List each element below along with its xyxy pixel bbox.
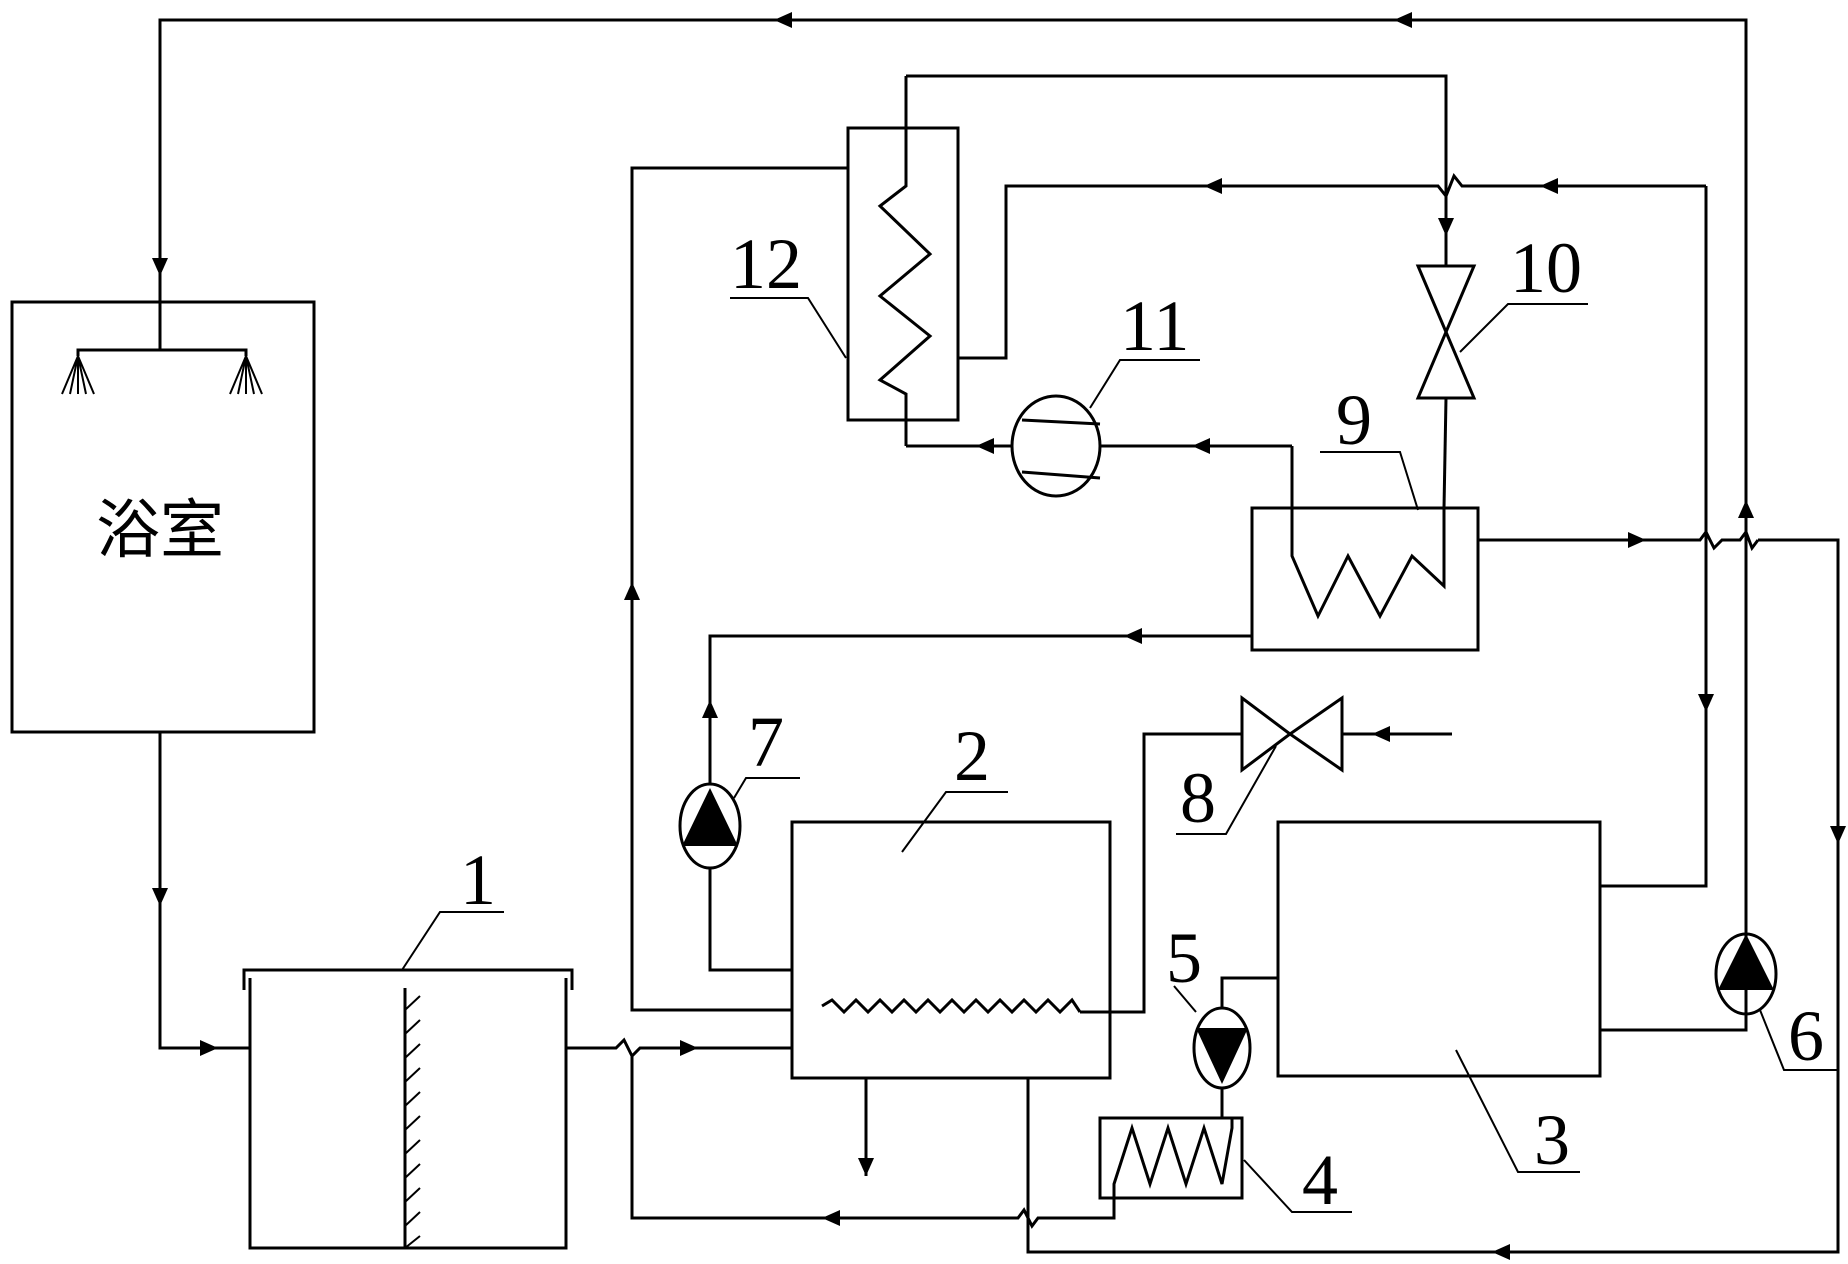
label-12: 12 <box>730 224 847 359</box>
component-4-heater <box>1098 1116 1244 1200</box>
label-3: 3 <box>1455 1049 1580 1180</box>
label-6: 6 <box>1759 996 1838 1076</box>
label-11: 11 <box>1089 286 1200 409</box>
label-8: 8 <box>1176 745 1277 838</box>
svg-text:2: 2 <box>954 716 990 796</box>
compressor-11 <box>1010 394 1102 498</box>
svg-text:3: 3 <box>1534 1100 1570 1180</box>
label-4: 4 <box>1243 1140 1352 1220</box>
svg-text:5: 5 <box>1166 918 1202 998</box>
bathroom-label: 浴室 <box>96 494 224 568</box>
valve-8 <box>1240 695 1344 773</box>
component-12-condenser <box>846 76 960 446</box>
piping <box>158 18 1840 1254</box>
label-7: 7 <box>733 702 800 799</box>
svg-text:10: 10 <box>1510 228 1582 308</box>
label-1: 1 <box>401 840 504 971</box>
expansion-valve-10 <box>1415 264 1477 400</box>
shower-head-left <box>61 355 95 395</box>
svg-text:4: 4 <box>1302 1140 1338 1220</box>
svg-text:11: 11 <box>1120 286 1189 366</box>
flow-arrows <box>152 12 1846 1260</box>
pump-7 <box>678 782 742 870</box>
svg-text:6: 6 <box>1788 996 1824 1076</box>
svg-text:8: 8 <box>1180 758 1216 838</box>
label-10: 10 <box>1459 228 1588 353</box>
component-2-heat-exchanger-tank <box>790 820 1112 1174</box>
label-9: 9 <box>1320 380 1419 511</box>
component-9-evaporator <box>1250 446 1480 652</box>
label-5: 5 <box>1166 918 1202 1013</box>
component-1-tank <box>242 968 574 1250</box>
svg-text:12: 12 <box>730 224 802 304</box>
svg-text:1: 1 <box>460 840 496 920</box>
svg-text:7: 7 <box>748 702 784 782</box>
component-3-tank <box>1276 820 1602 1078</box>
label-2: 2 <box>901 716 1008 853</box>
bathroom: 浴室 <box>10 300 316 734</box>
svg-text:9: 9 <box>1336 380 1372 460</box>
shower-head-right <box>229 355 263 395</box>
pump-5 <box>1192 1006 1252 1090</box>
